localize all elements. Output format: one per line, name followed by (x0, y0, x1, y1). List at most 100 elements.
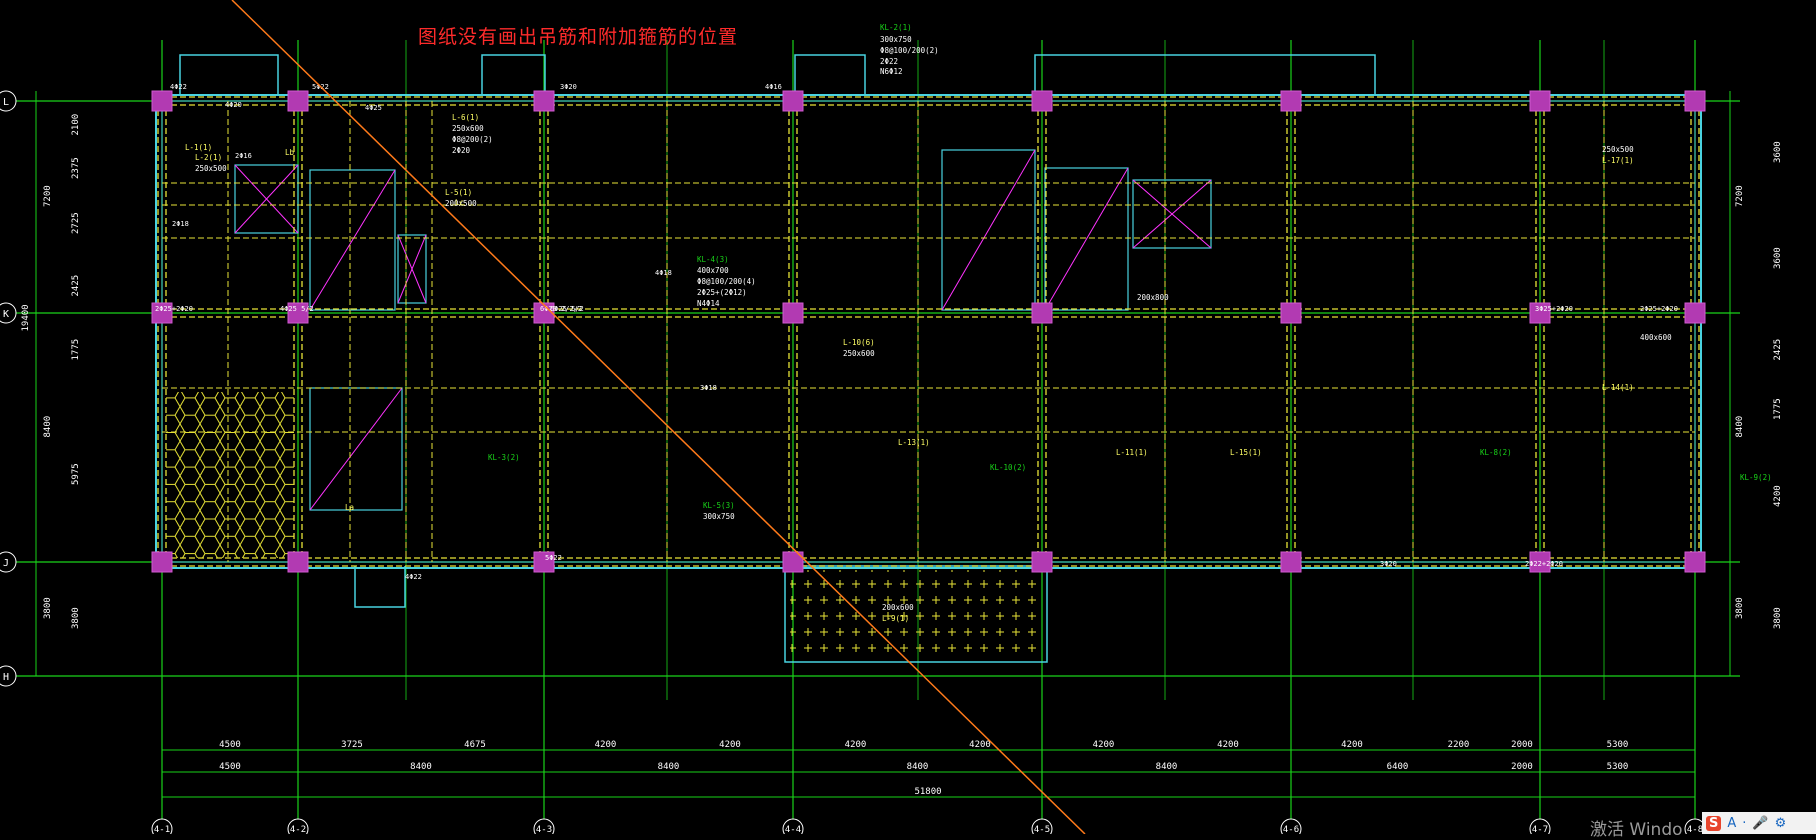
column (1529, 551, 1551, 573)
column (533, 551, 555, 573)
axis-bubble (0, 551, 17, 573)
column (1031, 551, 1053, 573)
activation-watermark: 激活 Windo (1590, 820, 1683, 840)
ime-punct-icon[interactable]: · (1742, 815, 1747, 831)
column (533, 90, 555, 112)
drawing-text: KL-2(1)300x750Φ8@100/200(2)2Φ22N6Φ12L-6(… (155, 23, 1772, 623)
opening-diagonal (309, 387, 403, 511)
annotation-leader-line (231, 0, 1086, 835)
opening-diagonal (1132, 179, 1212, 249)
beam-label: 2Φ20 (452, 146, 471, 155)
beam-label: 2Φ22 (880, 57, 898, 66)
opening-diagonal (234, 164, 299, 234)
column (782, 302, 804, 324)
column (151, 551, 173, 573)
beam-label: Φ8@200(2) (452, 135, 493, 144)
dimension-text: 4500 (219, 762, 241, 772)
axis-bubble-label: K (3, 309, 9, 320)
beam-label: KL-4(3) (697, 255, 729, 264)
system-tray[interactable]: S A · 🎤 ⚙ (1702, 812, 1816, 834)
opening-diagonal (941, 149, 1036, 311)
small-opening (397, 234, 427, 304)
dimension-text: 2725 (71, 212, 81, 234)
dimension-text: 2100 (71, 114, 81, 136)
beam-label: 300x750 (703, 512, 735, 521)
dimension-text: 4200 (1341, 740, 1363, 750)
roof-projection-outline (794, 54, 866, 95)
hatched-areas (166, 392, 1042, 658)
duct-opening (234, 164, 299, 234)
rebar-mark: 5Φ22 (545, 554, 562, 562)
column (1529, 90, 1551, 112)
dimension-text: 4200 (1217, 740, 1239, 750)
roof-projection-outline (481, 54, 546, 95)
beam-label: 250x500 (195, 164, 227, 173)
rebar-mark: 3Φ20 (560, 83, 577, 91)
rebar-mark: 6Φ25 2/2/2 (540, 305, 582, 313)
dimension-total-text: 51800 (914, 787, 941, 797)
dimension-text: 2000 (1511, 740, 1533, 750)
beam-label: 250x500 (1602, 145, 1634, 154)
dimension-text: 2000 (1511, 762, 1533, 772)
dimension-text: 8400 (907, 762, 929, 772)
step-outline (354, 566, 406, 608)
axis-bubble-label: 4-4 (785, 825, 801, 834)
dimension-text: 3800 (71, 607, 81, 629)
interior-wall-outline (161, 100, 1696, 563)
column (1280, 90, 1302, 112)
axis-bubble-label: 4-8 (1687, 825, 1703, 834)
microphone-icon[interactable]: 🎤 (1752, 815, 1769, 831)
rebar-mark: 4Φ18 (655, 269, 672, 277)
rebar-mark: 4Φ25 5/2 (280, 305, 314, 313)
beam-label: 200x600 (882, 603, 914, 612)
dimension-text: 8400 (658, 762, 680, 772)
dimension-text: 5300 (1607, 762, 1629, 772)
beam-label: 250x600 (452, 124, 484, 133)
beam-lines (157, 96, 1700, 567)
axis-bubble-label: 4-6 (1283, 825, 1299, 834)
axis-bubble (0, 90, 17, 112)
annotation-note: 图纸没有画出吊筋和附加箍筋的位置 (418, 26, 739, 48)
axis-bubble (0, 302, 17, 324)
dimension-text: 3600 (1773, 247, 1783, 269)
dimension-text: 4200 (595, 740, 617, 750)
dimension-text: 2425 (71, 275, 81, 297)
beam-label: 2Φ25+(2Φ12) (697, 288, 747, 297)
beam-label: N6Φ12 (880, 67, 903, 76)
roof-projection-outline (1034, 54, 1376, 95)
beam-label: 200x500 (445, 199, 477, 208)
axis-bubble-label: 4-2 (290, 825, 306, 834)
ime-logo-icon[interactable]: S (1706, 815, 1722, 831)
axis-bubble-label: J (3, 558, 9, 569)
beam-label: KL-8(2) (1480, 448, 1512, 457)
hex-hatch-area (166, 392, 294, 558)
canopy-outline (784, 565, 1048, 663)
columns (151, 90, 1706, 573)
beam-label: 300x750 (880, 35, 912, 44)
column (1280, 302, 1302, 324)
dimension-text: 2375 (71, 157, 81, 179)
elevator-shaft (941, 149, 1036, 311)
column (1684, 302, 1706, 324)
settings-icon[interactable]: ⚙ (1774, 815, 1787, 831)
ime-mode-icon[interactable]: A (1727, 815, 1737, 831)
column (287, 90, 309, 112)
beam-label: L-2(1) (195, 153, 222, 162)
cross-hatch-area (790, 570, 1042, 658)
stair-opening (309, 169, 396, 311)
beam-label: Lc (455, 198, 464, 207)
rebar-mark: 4Φ25 (365, 104, 382, 112)
dimension-text: 2200 (1448, 740, 1470, 750)
dimension-text: 2425 (1773, 339, 1783, 361)
rebar-mark: 4Φ22 (170, 83, 187, 91)
opening-diagonal (397, 234, 427, 304)
beam-label: L-14(1) (1602, 383, 1634, 392)
beam-label: KL-10(2) (990, 463, 1026, 472)
dimension-text: 5300 (1607, 740, 1629, 750)
stair-opening-right (1044, 167, 1129, 311)
dimension-text: 4200 (1093, 740, 1115, 750)
column (151, 90, 173, 112)
opening-diagonal (1044, 167, 1129, 311)
